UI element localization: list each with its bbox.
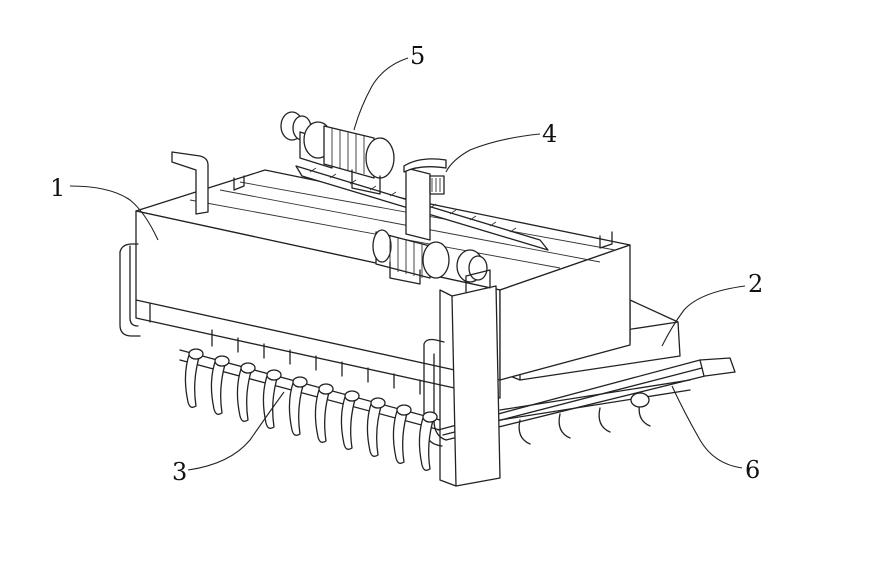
- label-part-2: 2: [748, 270, 763, 298]
- leader-3: [187, 391, 285, 471]
- tiller-blade: [366, 400, 383, 457]
- tiller-blade: [418, 414, 435, 471]
- rear-motor: [280, 111, 395, 195]
- front-motor: [372, 229, 488, 285]
- blade-hub: [396, 404, 412, 416]
- tiller-blade: [288, 379, 305, 436]
- blade-hub: [214, 355, 230, 367]
- leader-lines: [69, 57, 746, 471]
- blade-hub: [344, 390, 360, 402]
- label-part-4: 4: [542, 120, 557, 148]
- left-side-pipe: [119, 243, 141, 337]
- leader-5: [353, 57, 409, 131]
- leader-4: [445, 133, 541, 173]
- blade-hub: [240, 362, 256, 374]
- blade-hub: [370, 397, 386, 409]
- tiller-blade: [314, 386, 331, 443]
- leader-6: [671, 385, 743, 469]
- label-part-5: 5: [410, 42, 425, 70]
- tiller-blades: [184, 348, 438, 471]
- tiller-blade: [184, 351, 201, 408]
- inlet-pipe: [171, 151, 209, 215]
- leader-1: [69, 185, 159, 241]
- blade-hub: [318, 383, 334, 395]
- control-post: [403, 158, 447, 241]
- blade-hub: [188, 348, 204, 360]
- blade-hub: [422, 411, 438, 423]
- leader-2: [661, 285, 746, 347]
- tiller-blade: [236, 365, 253, 422]
- label-part-6: 6: [745, 456, 760, 484]
- right-tiller-shaft: [499, 379, 691, 445]
- tiller-blade: [340, 393, 357, 450]
- label-part-3: 3: [172, 458, 187, 486]
- front-plate: [439, 269, 501, 487]
- main-body: [135, 169, 631, 399]
- label-part-1: 1: [50, 174, 65, 202]
- tiller-blade: [210, 358, 227, 415]
- part-labels: 1 2 3 4 5 6: [50, 42, 763, 486]
- tiller-blade: [262, 372, 279, 429]
- tiller-blade: [392, 407, 409, 464]
- blade-hub: [292, 376, 308, 388]
- blade-hub: [266, 369, 282, 381]
